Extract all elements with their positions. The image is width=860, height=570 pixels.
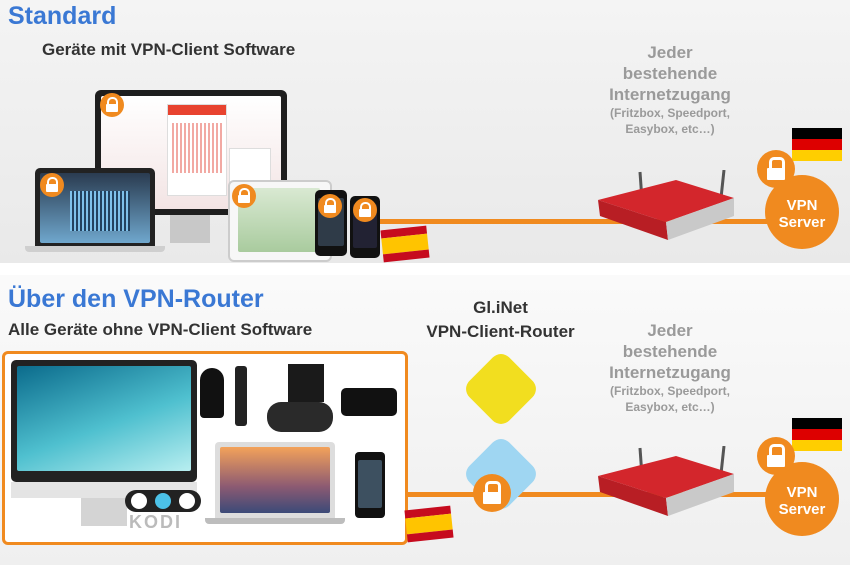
app-window xyxy=(167,104,227,196)
section-divider xyxy=(0,263,850,275)
devices-box: KODI xyxy=(2,351,408,545)
glinet-router-label: Gl.iNet VPN-Client-Router xyxy=(426,298,575,341)
lock-icon xyxy=(473,474,511,512)
kodi-remote-icon xyxy=(125,490,201,512)
imac-stand xyxy=(170,215,210,243)
macbook-device xyxy=(215,442,335,518)
lock-icon xyxy=(318,194,342,218)
game-controller-device xyxy=(267,402,333,432)
connection-line-bottom xyxy=(402,492,792,497)
lock-icon xyxy=(757,437,795,475)
chromecast-device xyxy=(200,368,224,418)
apple-tv-device xyxy=(341,388,397,416)
kodi-logo: KODI xyxy=(129,512,182,532)
macbook-base xyxy=(205,518,345,524)
fritzbox-router-icon xyxy=(598,170,734,240)
internet-access-label: Jeder bestehende Internetzugang (Fritzbo… xyxy=(609,43,731,136)
imac-stand xyxy=(81,498,127,526)
connection-line-top xyxy=(380,219,790,224)
lock-icon xyxy=(232,184,256,208)
germany-flag-icon xyxy=(792,418,842,451)
fritzbox-router-icon xyxy=(598,446,734,516)
lock-icon xyxy=(40,173,64,197)
fire-tv-box-device xyxy=(288,364,324,402)
spain-flag-icon xyxy=(404,505,454,543)
standard-subtitle: Geräte mit VPN-Client Software xyxy=(42,40,296,59)
lock-icon xyxy=(100,93,124,117)
lock-icon xyxy=(757,150,795,188)
standard-title: Standard xyxy=(8,2,117,30)
imac-device xyxy=(11,360,197,482)
internet-access-label: Jeder bestehende Internetzugang (Fritzbo… xyxy=(609,321,731,414)
fire-tv-stick-device xyxy=(235,366,247,426)
router-subtitle: Alle Geräte ohne VPN-Client Software xyxy=(8,320,313,339)
spain-flag-icon xyxy=(380,225,430,263)
macbook-base xyxy=(25,246,165,252)
lock-icon xyxy=(353,198,377,222)
router-title: Über den VPN-Router xyxy=(8,285,264,313)
smartphone-device xyxy=(355,452,385,518)
germany-flag-icon xyxy=(792,128,842,161)
